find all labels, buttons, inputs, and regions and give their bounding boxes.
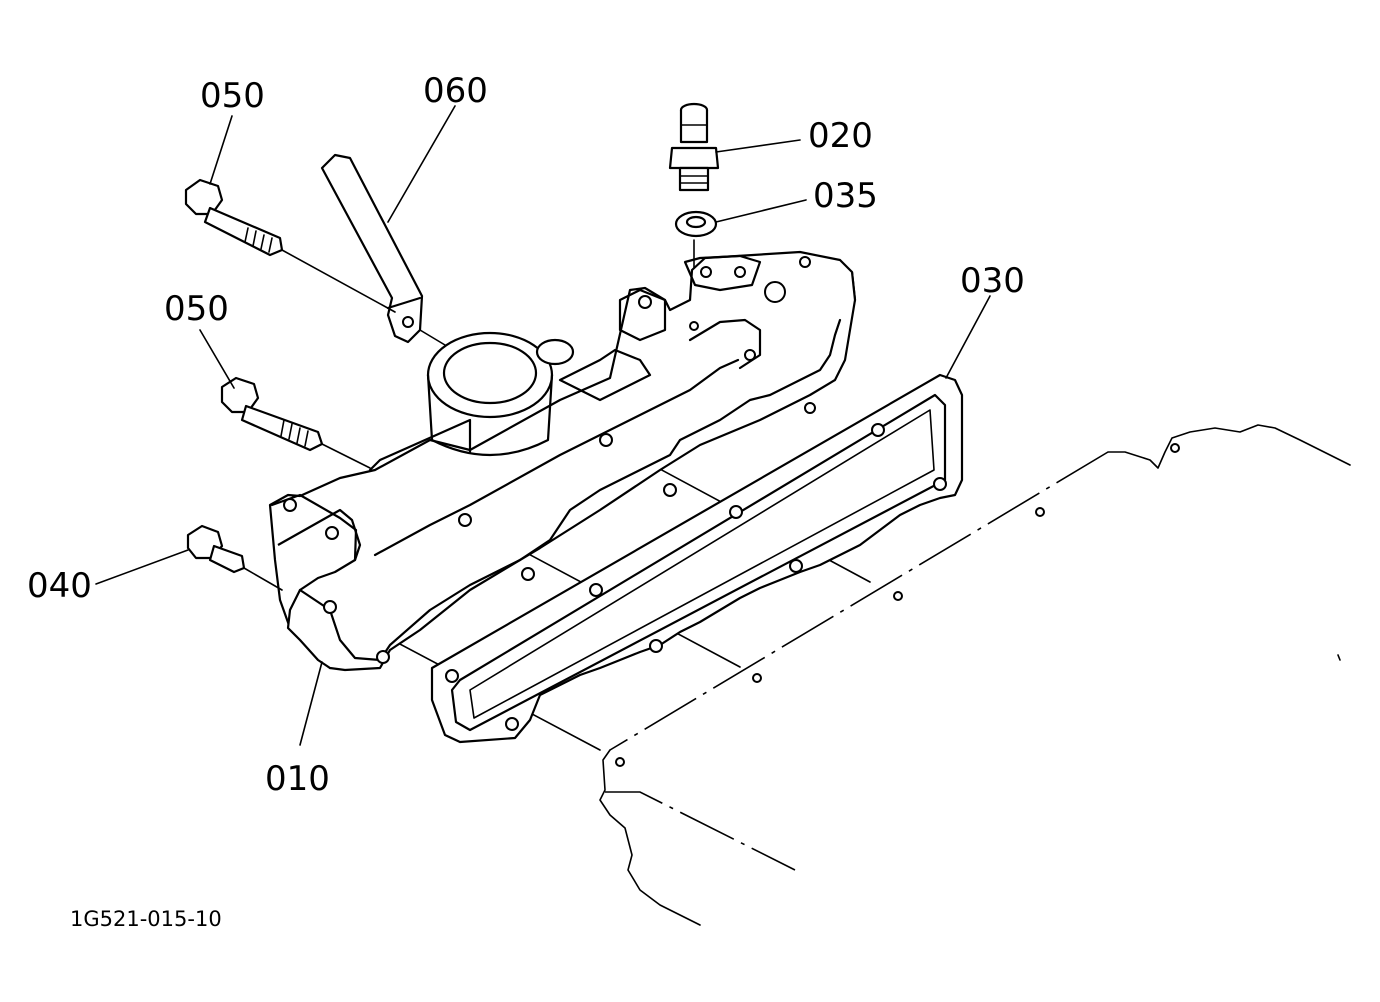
callout-050-upper: 050 <box>200 76 265 116</box>
hanger-bracket-060 <box>320 153 446 346</box>
drawing-code: 1G521-015-10 <box>70 907 222 931</box>
callout-050-middle: 050 <box>164 289 229 329</box>
callout-060: 060 <box>423 71 488 111</box>
intake-manifold-010 <box>268 250 857 672</box>
engine-block-outline <box>599 424 1351 926</box>
flange-bolt-050-middle <box>220 376 371 469</box>
flange-bolt-050-upper <box>184 178 396 313</box>
nipple-fitting-020 <box>668 102 720 192</box>
callout-020: 020 <box>808 116 873 156</box>
callout-010: 010 <box>265 759 330 799</box>
callout-035: 035 <box>813 176 878 216</box>
intake-gasket-030 <box>430 373 964 744</box>
bolt-040 <box>186 524 283 591</box>
callout-labels: 050 060 020 035 030 050 040 010 1G521-01… <box>27 71 1025 931</box>
washer-035 <box>674 210 718 238</box>
leader-lines <box>95 105 991 746</box>
callout-040: 040 <box>27 566 92 606</box>
callout-030: 030 <box>960 261 1025 301</box>
